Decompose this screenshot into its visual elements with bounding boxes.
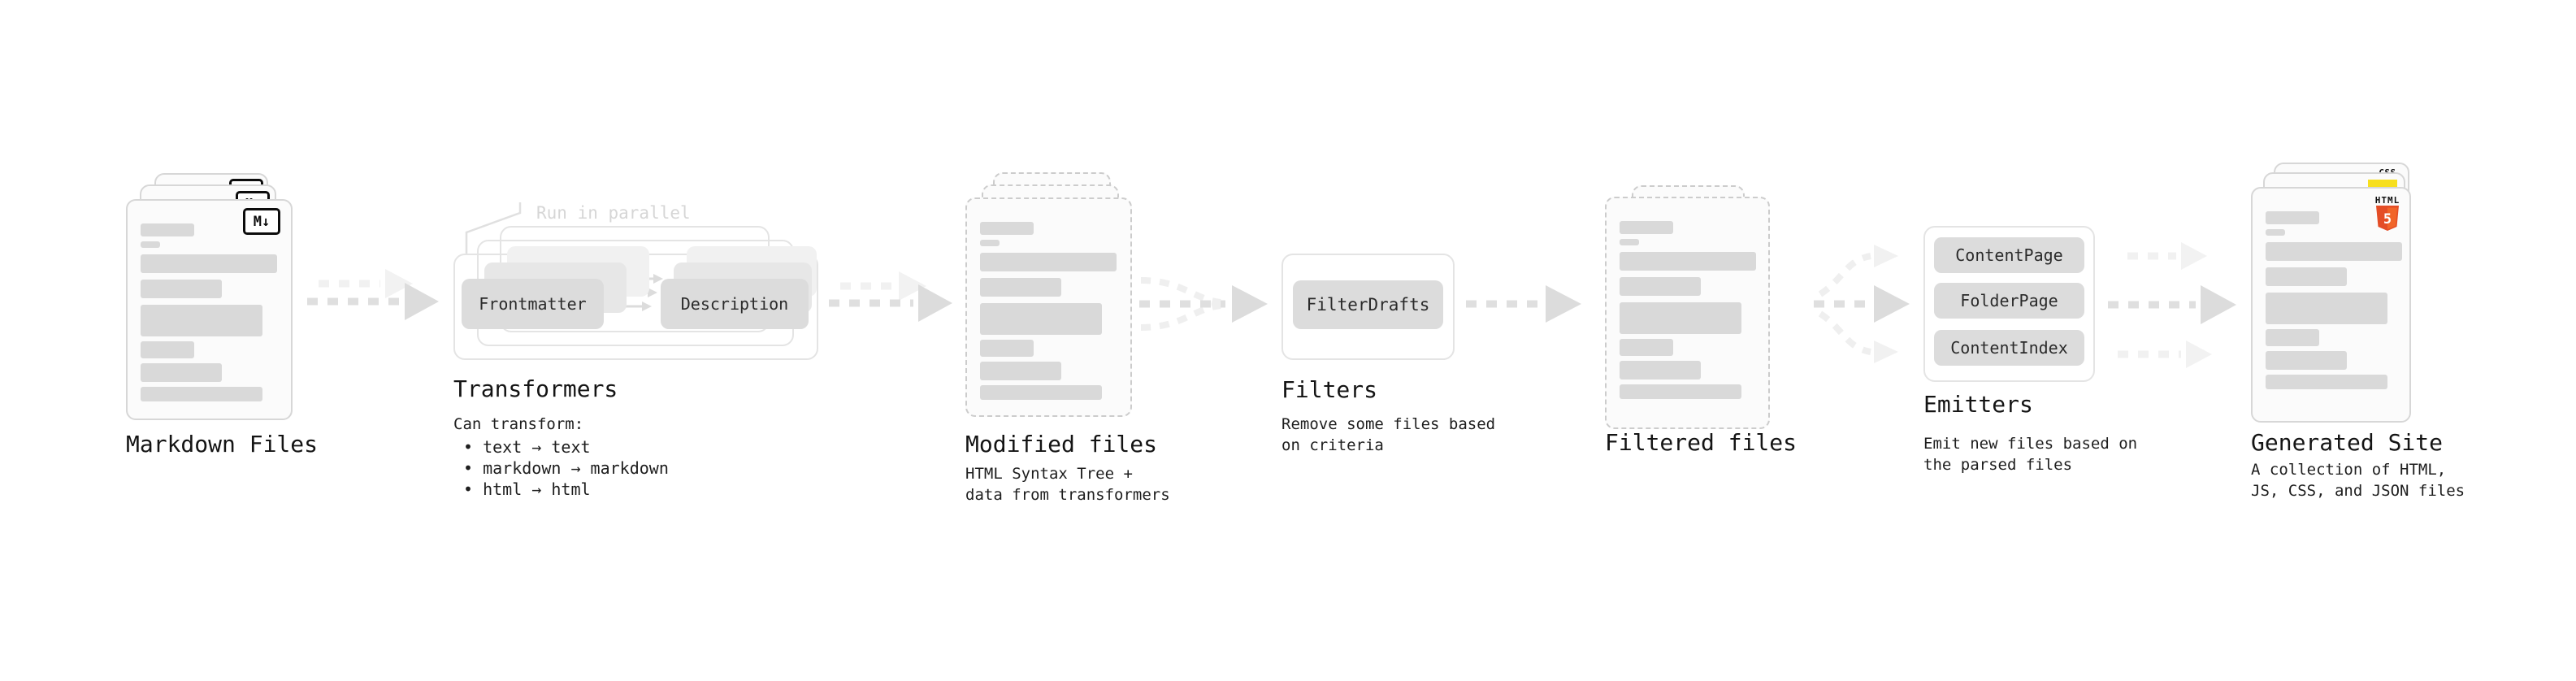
file-content-skeleton-bar [980, 303, 1102, 335]
file-content-skeleton-bar [141, 254, 277, 273]
filters-title: Filters [1281, 376, 1378, 403]
file-content-skeleton-bar [2266, 211, 2319, 224]
file-content-skeleton-bar [141, 341, 194, 358]
subtitle-line: the parsed files [1923, 456, 2073, 474]
frontmatter-transformer-button: Frontmatter [462, 279, 604, 329]
subtitle-line: on criteria [1281, 436, 1384, 454]
run-in-parallel-leader-line [465, 202, 522, 254]
file-content-skeleton-bar [1620, 361, 1701, 380]
generated-site-subtitle: A collection of HTML, JS, CSS, and JSON … [2251, 459, 2465, 501]
modified-file-card-front [965, 197, 1132, 417]
file-content-skeleton-bar [980, 340, 1034, 357]
bullet-item: • text → text [463, 437, 591, 457]
arrow-filtered-to-emitters [1814, 245, 1910, 363]
svg-text:5: 5 [2383, 211, 2392, 228]
subtitle-line: Remove some files based [1281, 415, 1496, 433]
transformers-bullet-list: • text → text • markdown → markdown • ht… [463, 436, 669, 500]
markdown-files-title: Markdown Files [126, 431, 319, 458]
file-content-skeleton-bar [2266, 351, 2347, 370]
run-in-parallel-annotation: Run in parallel [536, 203, 691, 223]
file-content-skeleton-bar [1620, 277, 1701, 296]
file-content-skeleton-bar [141, 363, 222, 382]
arrow-markdown-to-transformers [307, 269, 439, 320]
html5-icon: HTML 5 [2374, 196, 2400, 233]
generated-site-title: Generated Site [2251, 429, 2444, 456]
bullet-item: • html → html [463, 479, 591, 499]
file-content-skeleton-bar [2266, 375, 2387, 389]
file-content-skeleton-bar [1620, 302, 1741, 334]
file-content-skeleton-bar [980, 385, 1102, 400]
html5-shield: 5 [2376, 206, 2399, 231]
file-content-skeleton-bar [2266, 229, 2285, 236]
file-content-skeleton-bar [1620, 339, 1673, 356]
file-content-skeleton-bar [980, 240, 1000, 246]
arrow-emitters-to-generated [2108, 242, 2236, 368]
subtitle-line: A collection of HTML, [2251, 461, 2447, 479]
filters-subtitle: Remove some files based on criteria [1281, 414, 1495, 456]
transformers-subtitle: Can transform: [453, 415, 584, 433]
arrow-modified-to-filters [1139, 277, 1268, 331]
filtered-files-stack [1605, 175, 1800, 435]
folderpage-emitter-button: FolderPage [1934, 283, 2084, 319]
modified-files-stack [965, 163, 1160, 431]
subtitle-line: HTML Syntax Tree + [965, 465, 1133, 483]
markdown-icon: M↓ [243, 208, 280, 235]
file-content-skeleton-bar [1620, 221, 1673, 234]
file-content-skeleton-bar [141, 305, 262, 336]
markdown-files-stack: M↓ M↓ M↓ [126, 163, 321, 431]
modified-files-title: Modified files [965, 431, 1158, 458]
emitters-subtitle: Emit new files based on the parsed files [1923, 433, 2137, 475]
arrow-transformers-to-modified [829, 271, 952, 322]
description-transformer-button: Description [661, 279, 809, 329]
file-content-skeleton-bar [1620, 384, 1741, 399]
file-content-skeleton-bar [1620, 239, 1639, 245]
file-content-skeleton-bar [141, 223, 194, 236]
bullet-item: • markdown → markdown [463, 458, 669, 478]
file-content-skeleton-bar [2266, 329, 2319, 346]
filtered-files-title: Filtered files [1605, 429, 1798, 456]
transformers-title: Transformers [453, 375, 618, 402]
file-content-skeleton-bar [1620, 252, 1756, 271]
file-content-skeleton-bar [2266, 267, 2347, 286]
subtitle-line: JS, CSS, and JSON files [2251, 482, 2465, 500]
subtitle-line: Emit new files based on [1923, 435, 2138, 453]
contentindex-emitter-button: ContentIndex [1934, 330, 2084, 366]
arrow-filters-to-filtered [1466, 285, 1581, 323]
file-content-skeleton-bar [2266, 293, 2387, 324]
file-content-skeleton-bar [141, 241, 160, 248]
file-content-skeleton-bar [980, 362, 1061, 380]
filtered-file-card-front [1605, 197, 1770, 429]
file-content-skeleton-bar [980, 222, 1034, 235]
generated-site-stack: CSS HTML 5 [2251, 163, 2446, 431]
emitters-title: Emitters [1923, 391, 2033, 418]
file-content-skeleton-bar [2266, 242, 2402, 261]
file-content-skeleton-bar [141, 280, 222, 298]
modified-files-subtitle: HTML Syntax Tree + data from transformer… [965, 463, 1170, 505]
filterdrafts-button: FilterDrafts [1293, 280, 1443, 329]
html-file-card: HTML 5 [2251, 187, 2411, 423]
markdown-file-card-front: M↓ [126, 199, 293, 420]
contentpage-emitter-button: ContentPage [1934, 237, 2084, 273]
file-content-skeleton-bar [141, 387, 262, 401]
file-content-skeleton-bar [980, 253, 1117, 271]
html5-icon-label: HTML [2374, 195, 2400, 206]
file-content-skeleton-bar [980, 278, 1061, 297]
subtitle-line: data from transformers [965, 486, 1170, 504]
